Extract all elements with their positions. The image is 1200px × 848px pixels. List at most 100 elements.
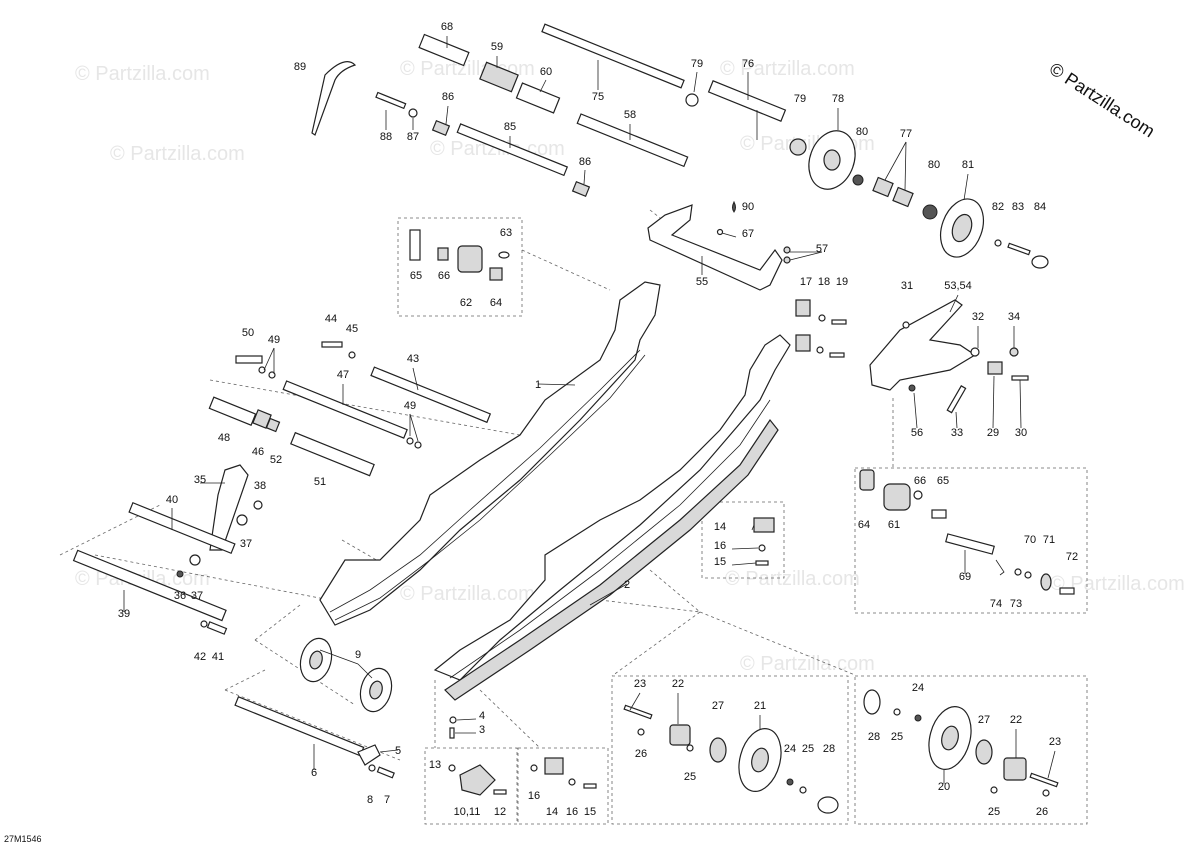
bolt-83 (1007, 242, 1031, 256)
callout-80: 80 (856, 126, 868, 138)
callout-2: 2 (624, 579, 630, 591)
callout-79: 79 (691, 58, 703, 70)
nut-26 (637, 728, 645, 736)
callout-66: 66 (438, 270, 450, 282)
callout-41: 41 (212, 651, 224, 663)
callout-42: 42 (194, 651, 206, 663)
plug-67 (716, 228, 724, 236)
spacer-27 (709, 737, 727, 763)
callout-43: 43 (407, 353, 419, 365)
callout-49: 49 (404, 400, 416, 412)
callout-80: 80 (928, 159, 940, 171)
callout-8: 8 (367, 794, 373, 806)
inset-box-bumper-block (701, 501, 785, 579)
callout-82: 82 (992, 201, 1004, 213)
callout-4: 4 (479, 710, 485, 722)
washer-66b (913, 490, 923, 500)
callout-69: 69 (959, 571, 971, 583)
callout-87: 87 (407, 131, 419, 143)
callout-20: 20 (938, 781, 950, 793)
washer-70 (1024, 571, 1032, 579)
callout-24: 24 (784, 743, 796, 755)
callout-77: 77 (900, 128, 912, 140)
washer-79 (685, 93, 699, 107)
washer-82 (994, 239, 1002, 247)
callout-64: 64 (858, 519, 870, 531)
nut-42 (200, 620, 208, 628)
spacer-71 (1040, 573, 1052, 591)
callout-61: 61 (888, 519, 900, 531)
callout-14: 14 (546, 806, 558, 818)
bolt-65 (409, 229, 421, 261)
callout-13: 13 (429, 759, 441, 771)
callout-5: 5 (395, 745, 401, 757)
bracket-22b (1003, 757, 1027, 781)
callout-44: 44 (325, 313, 337, 325)
shaft-39 (72, 549, 227, 622)
callout-27: 27 (978, 714, 990, 726)
nut-32 (970, 347, 980, 357)
spring-pin-89 (311, 61, 357, 136)
callout-12: 12 (494, 806, 506, 818)
washer-24b (914, 714, 922, 722)
callout-15: 15 (584, 806, 596, 818)
axle-55 (647, 204, 783, 291)
inset-box-sliders (397, 217, 523, 317)
nut-4 (449, 716, 457, 724)
spacer-27b (975, 739, 993, 765)
nut-57b (783, 256, 791, 264)
bracket-10-11 (459, 764, 496, 796)
callout-67: 67 (742, 228, 754, 240)
bumper-inset (753, 517, 775, 566)
callout-90: 90 (742, 201, 754, 213)
watermark: © Partzilla.com (725, 568, 860, 590)
callout-51: 51 (314, 476, 326, 488)
callout-7: 7 (384, 794, 390, 806)
shafts-top (311, 23, 1049, 269)
washer-25b (799, 786, 807, 794)
tube-51 (290, 431, 375, 477)
callout-26: 26 (635, 748, 647, 760)
callout-10-11: 10,11 (454, 806, 481, 818)
bolt-41 (206, 621, 228, 635)
shaft-43 (370, 366, 492, 424)
washer-18 (818, 314, 826, 322)
washer-80 (852, 174, 864, 186)
bolt-3 (449, 727, 455, 739)
callout-52: 52 (270, 454, 282, 466)
bolt-23 (623, 704, 653, 720)
group-boxes (397, 217, 1088, 825)
washer-25c (893, 708, 901, 716)
callout-25: 25 (684, 771, 696, 783)
callout-81: 81 (962, 159, 974, 171)
wheel-inset-right (863, 689, 1059, 797)
idler-axle-inset (859, 469, 1075, 595)
watermark: © Partzilla.com (720, 58, 855, 80)
lower-wheels (299, 637, 393, 713)
washer-45 (348, 351, 356, 359)
callout-3: 3 (479, 724, 485, 736)
callout-65: 65 (410, 270, 422, 282)
shaft-85 (456, 123, 569, 177)
spacer-79b (789, 138, 807, 156)
callout-58: 58 (624, 109, 636, 121)
copyright-text: © Partzilla.com (1046, 59, 1159, 142)
callout-31: 31 (901, 280, 913, 292)
callout-36: 36 (174, 590, 186, 602)
callout-86: 86 (579, 156, 591, 168)
callout-86: 86 (442, 91, 454, 103)
shaft-69 (945, 533, 995, 555)
inset-box-bracket-2 (517, 747, 609, 825)
washer-66 (437, 247, 449, 261)
watermark: © Partzilla.com (110, 143, 245, 165)
callout-70: 70 (1024, 534, 1036, 546)
callout-55: 55 (696, 276, 708, 288)
nut-13 (448, 764, 456, 772)
callout-74: 74 (990, 598, 1002, 610)
bolt-7 (376, 766, 395, 779)
callout-29: 29 (987, 427, 999, 439)
shaft-47 (282, 380, 408, 439)
callout-84: 84 (1034, 201, 1046, 213)
callout-28: 28 (868, 731, 880, 743)
washer-16b (530, 764, 538, 772)
